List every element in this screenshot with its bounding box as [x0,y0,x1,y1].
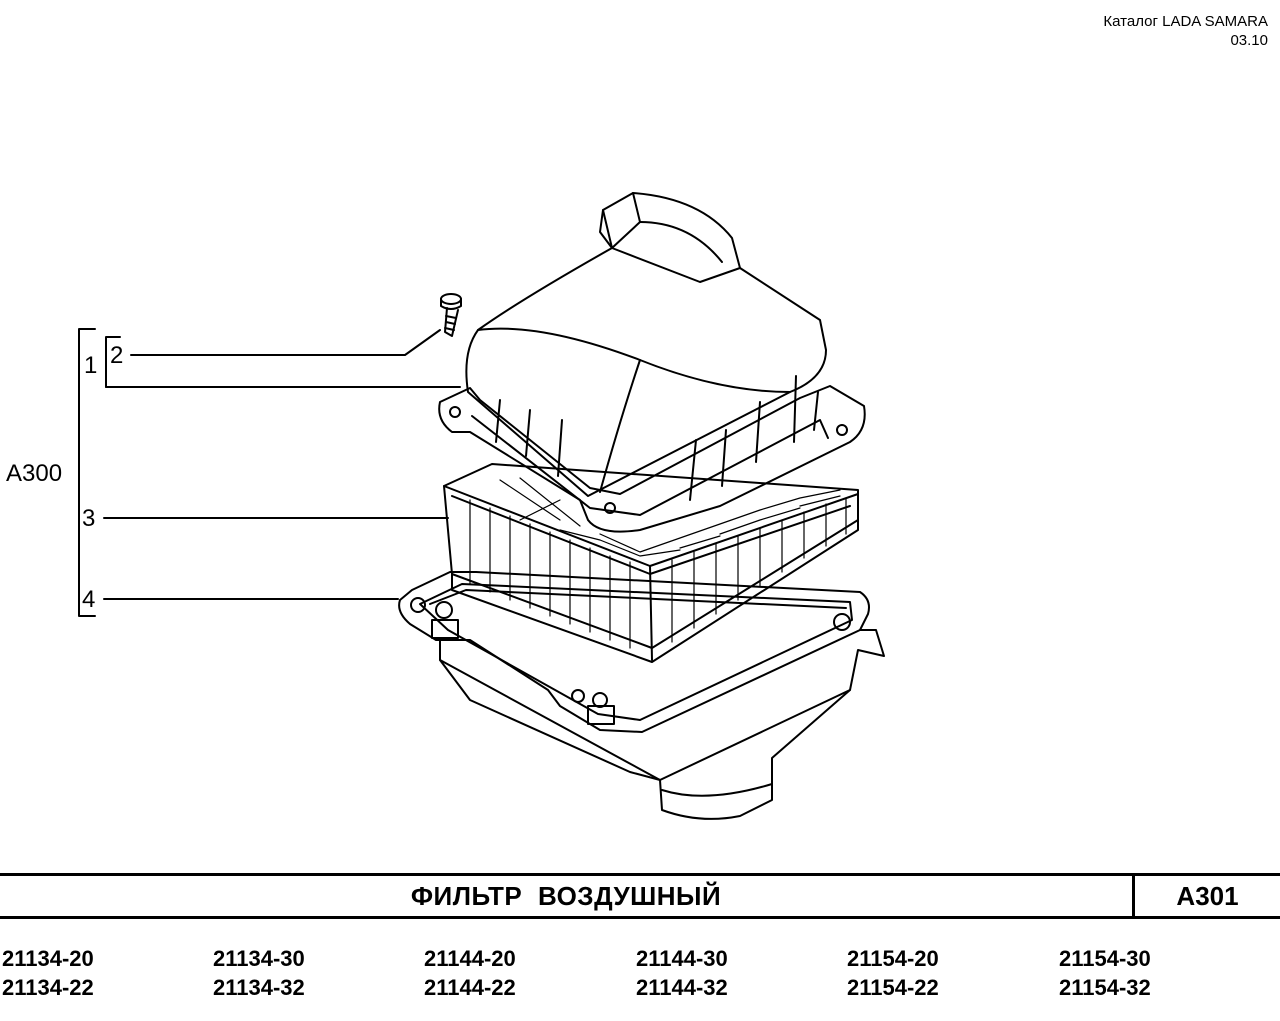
model-code: 21144-22 [424,975,516,1000]
catalog-header: Каталог LADA SAMARA 03.10 [1103,12,1268,50]
catalog-name: Каталог LADA SAMARA [1103,13,1268,30]
model-code: 21154-22 [847,975,939,1000]
model-column: 21154-30 21154-32 [1059,944,1151,1002]
catalog-date: 03.10 [1230,32,1268,49]
model-code: 21134-20 [2,946,94,971]
group-callout: A300 [6,460,63,487]
model-code: 21144-30 [636,946,728,971]
filter-cover-part [438,192,866,533]
model-code: 21134-32 [213,975,305,1000]
filter-housing-part [398,571,885,820]
model-code: 21154-30 [1059,946,1151,971]
model-code: 21144-20 [424,946,516,971]
model-column: 21144-20 21144-22 [424,944,516,1002]
exploded-view-drawing [78,192,885,820]
model-code: 21134-30 [213,946,305,971]
item-2-callout: 2 [110,342,124,369]
page-code: A301 [1132,876,1280,916]
model-code: 21154-32 [1059,975,1151,1000]
model-code: 21144-32 [636,975,728,1000]
screw-part [440,293,462,337]
page-title: ФИЛЬТР ВОЗДУШНЫЙ [410,880,722,911]
model-column: 21144-30 21144-32 [636,944,728,1002]
title-bar: ФИЛЬТР ВОЗДУШНЫЙ A301 [0,873,1280,919]
item-1-callout: 1 [84,352,98,379]
model-column: 21134-30 21134-32 [213,944,305,1002]
callout-leaders [78,328,461,617]
model-column: 21134-20 21134-22 [2,944,94,1002]
filter-element-part [443,463,859,663]
model-code: 21134-22 [2,975,94,1000]
item-4-callout: 4 [82,586,96,613]
item-3-callout: 3 [82,505,96,532]
model-code: 21154-20 [847,946,939,971]
model-column: 21154-20 21154-22 [847,944,939,1002]
